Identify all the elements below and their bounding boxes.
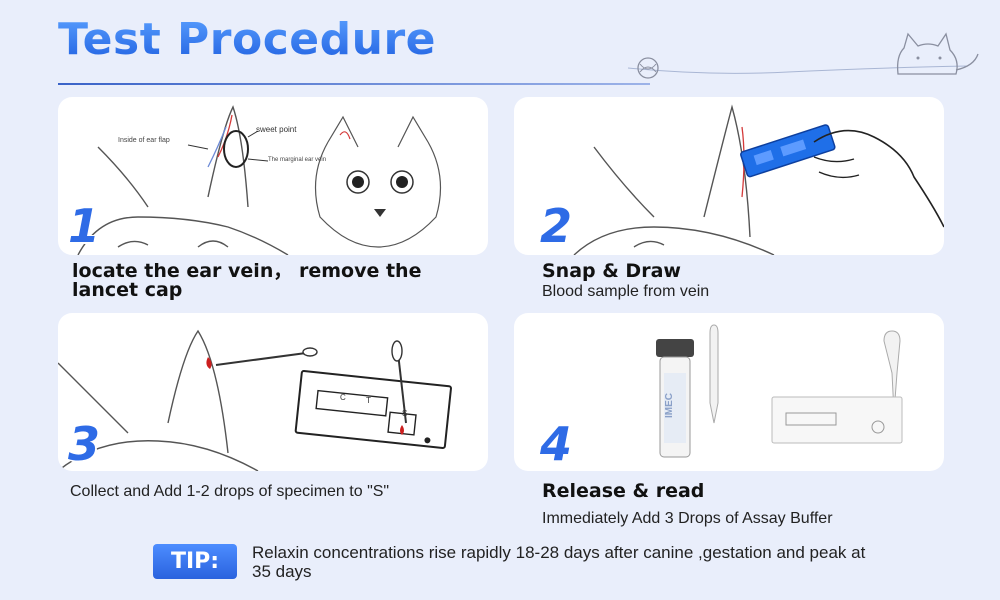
annotation-marginal-vein: The marginal ear vein: [268, 157, 327, 163]
cassette-c-label: C: [340, 393, 346, 402]
cat-doodle-icon: [628, 32, 979, 79]
step-number-3: 3: [68, 417, 101, 471]
collect-specimen-illustration: [58, 329, 452, 471]
release-read-illustration: [656, 324, 903, 458]
step-1-title-line2: lancet cap: [72, 279, 183, 301]
cassette-t-label: T: [366, 396, 371, 405]
annotation-inside-ear: Inside of ear flap: [118, 137, 170, 144]
step-3-card: C T S 3: [58, 313, 488, 471]
tube-label: IMEC: [664, 393, 675, 418]
step-number-1: 1: [68, 199, 101, 253]
step-3-title: Collect and Add 1-2 drops of specimen to…: [70, 483, 390, 500]
step-2-card: 2: [514, 97, 944, 255]
step-number-4: 4: [540, 417, 573, 471]
cassette-s-label: S: [402, 409, 408, 418]
step-1-card: Inside of ear flap sweet point The margi…: [58, 97, 488, 255]
step-2-title: Snap & Draw: [542, 260, 681, 282]
step-4-card: IMEC 4: [514, 313, 944, 471]
tip-text: Relaxin concentrations rise rapidly 18-2…: [252, 543, 866, 581]
step-number-2: 2: [540, 199, 573, 253]
step-4-subtitle: Immediately Add 3 Drops of Assay Buffer: [542, 510, 833, 527]
step-4-title: Release & read: [542, 480, 705, 502]
step-1-title-line1: locate the ear vein， remove the: [72, 260, 422, 282]
annotation-sweet-point: sweet point: [256, 125, 297, 134]
snap-draw-illustration: [573, 104, 944, 255]
step-2-subtitle: Blood sample from vein: [542, 283, 710, 300]
tip-badge: TIP:: [153, 544, 237, 579]
title-underline: [58, 83, 650, 85]
page-title: Test Procedure: [58, 14, 437, 65]
ear-vein-illustration: [77, 105, 442, 255]
